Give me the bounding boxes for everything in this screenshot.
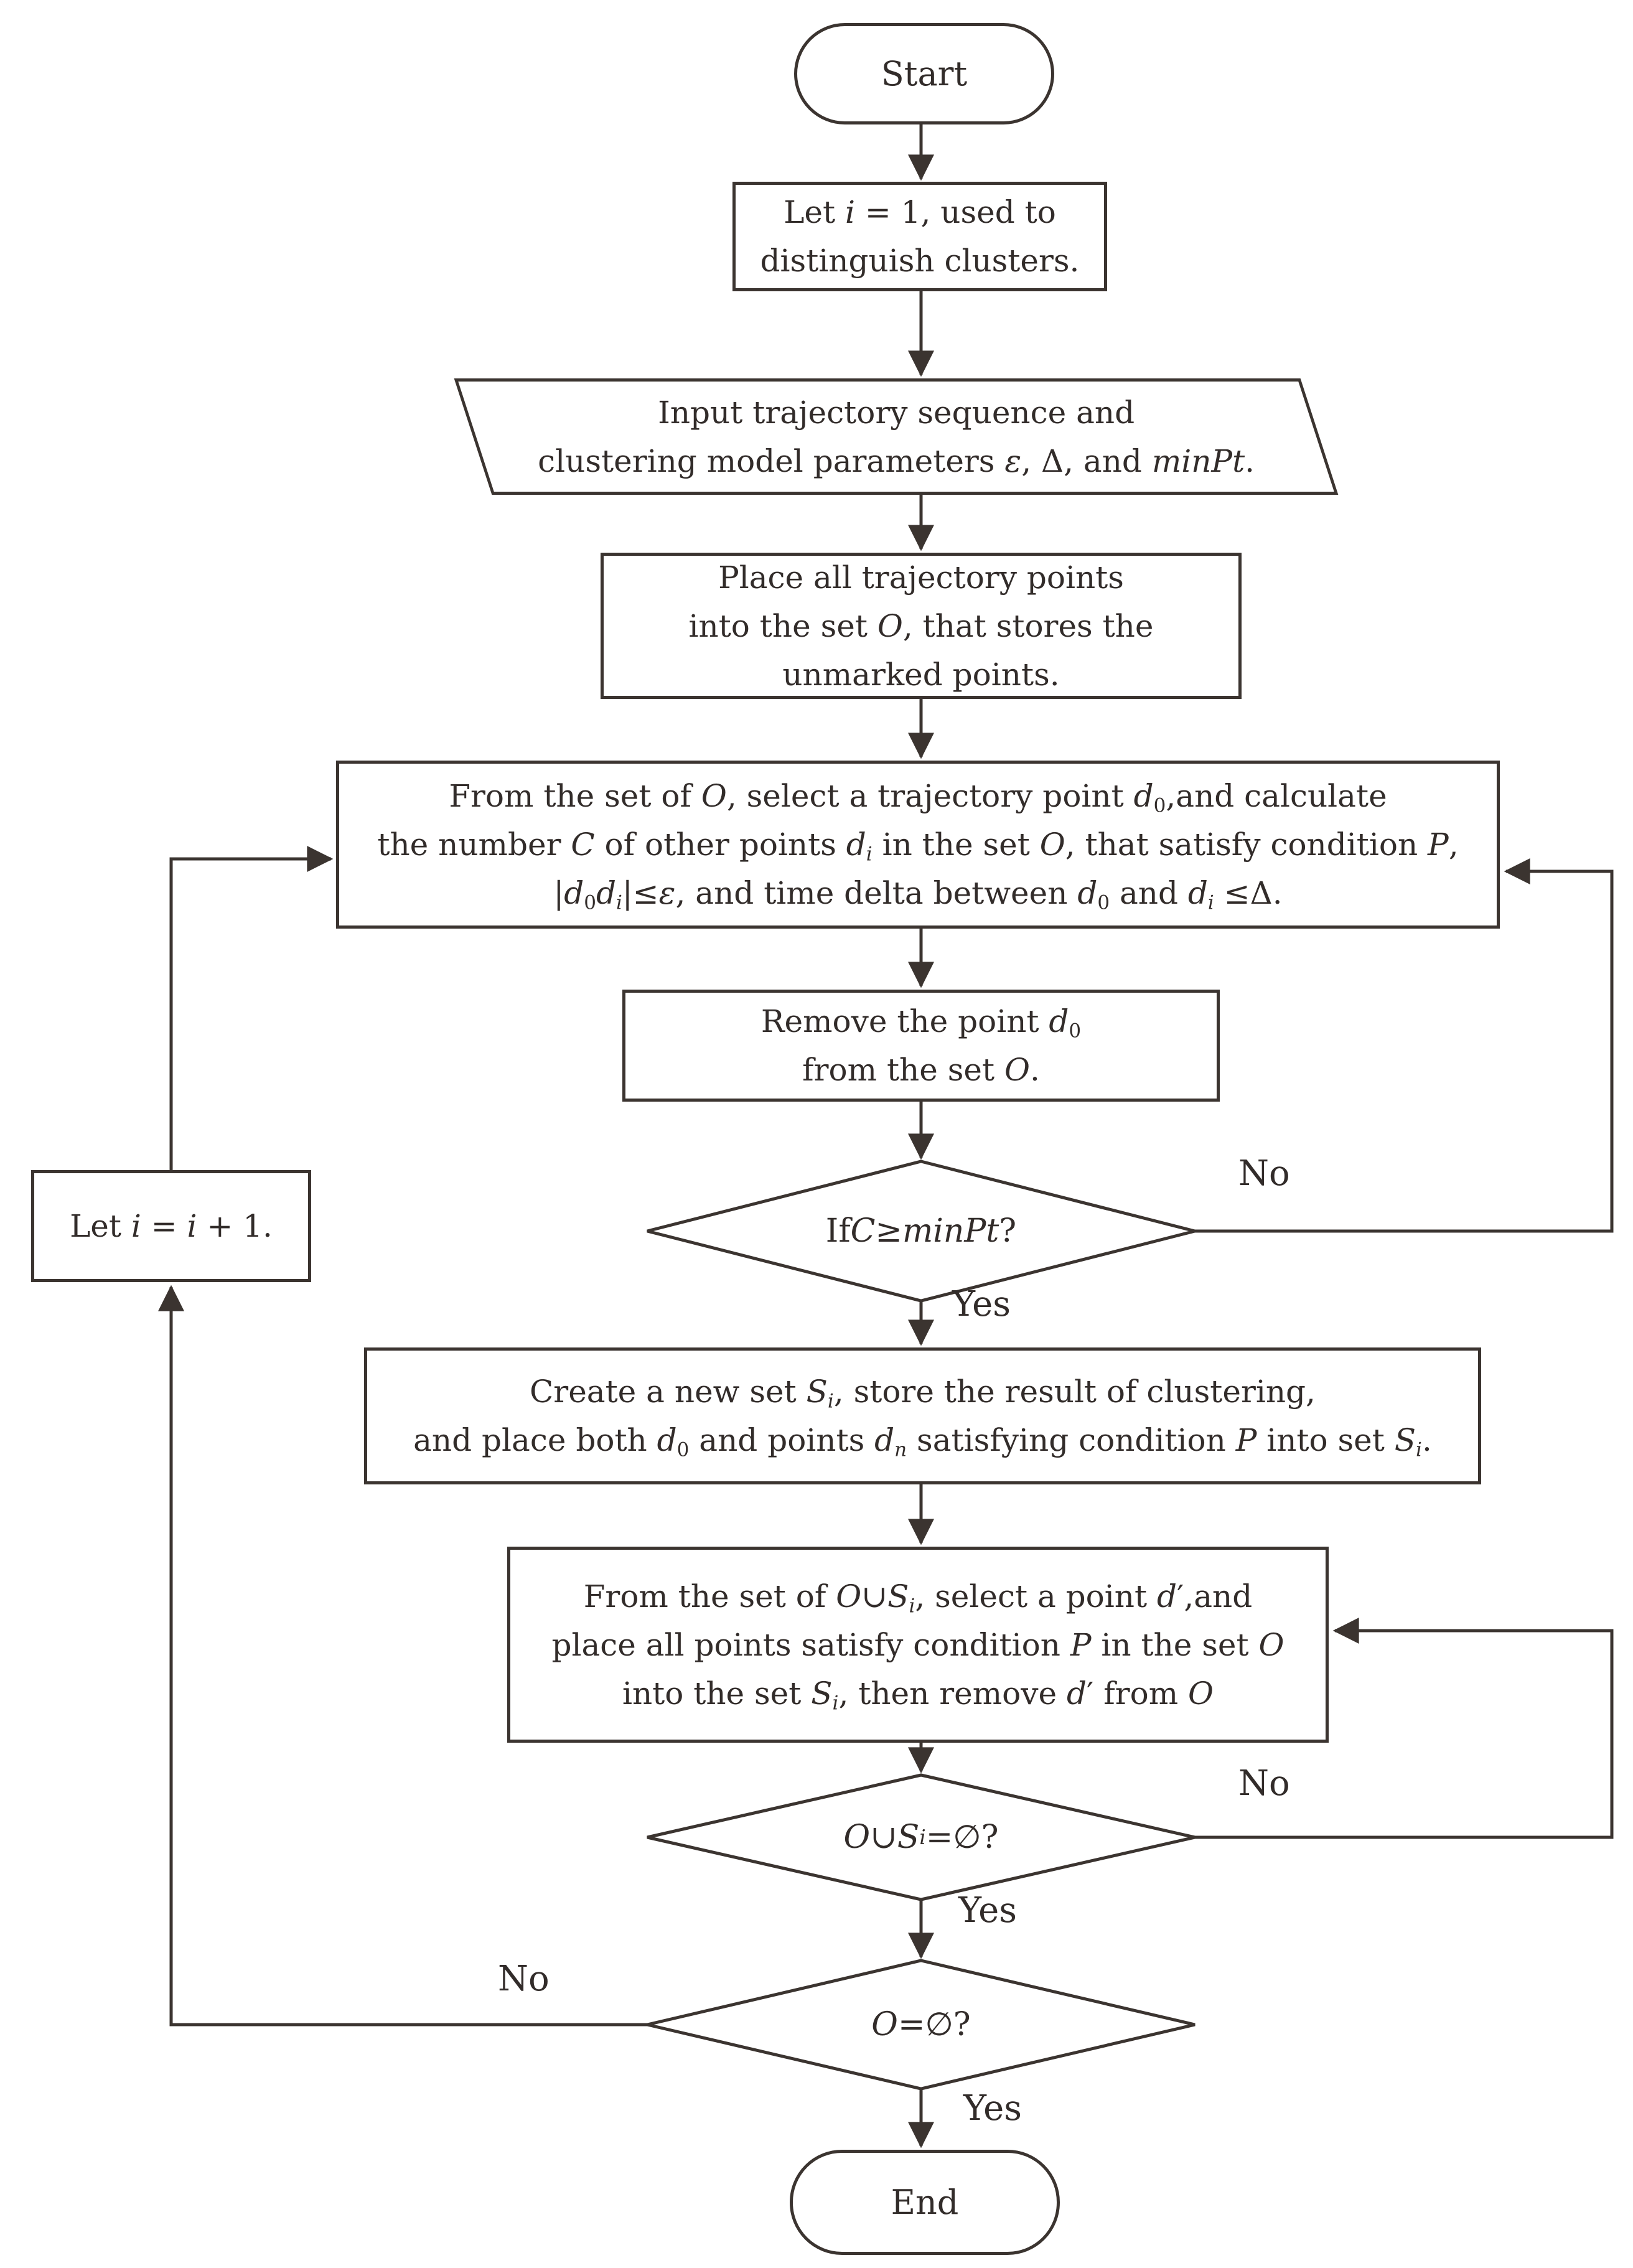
process-create-line: and place both d0 and points dn satisfyi…	[413, 1422, 1432, 1461]
process-place-line: into the set O, that stores the	[688, 607, 1154, 644]
start-label: Start	[881, 54, 968, 93]
process-remove-line: Remove the point d0	[760, 1003, 1082, 1043]
io-input-line: Input trajectory sequence and	[657, 394, 1135, 431]
branch-label-no-union: No	[1238, 1763, 1290, 1804]
process-init: Let i = 1, used to distinguish clusters.	[732, 182, 1107, 291]
process-expand-line: From the set of O∪Si, select a point d′,…	[583, 1578, 1253, 1618]
process-create-set: Create a new set Si, store the result of…	[364, 1347, 1481, 1484]
process-select-point: From the set of O, select a trajectory p…	[336, 761, 1500, 929]
branch-label-yes-minpt: Yes	[952, 1284, 1011, 1324]
process-select-line: |d0di|≤ε, and time delta between d0 and …	[553, 875, 1283, 914]
branch-label-yes-union: Yes	[958, 1890, 1017, 1931]
process-select-line: the number C of other points di in the s…	[377, 827, 1459, 866]
process-init-line: Let i = 1, used to	[784, 194, 1056, 230]
edge-empty-no-loop	[158, 1285, 647, 2027]
process-increment: Let i = i + 1.	[31, 1170, 311, 1282]
process-expand-line: place all points satisfy condition P in …	[551, 1626, 1284, 1663]
process-place-line: Place all trajectory points	[718, 559, 1124, 596]
process-place-points: Place all trajectory points into the set…	[601, 553, 1242, 699]
process-expand-set: From the set of O∪Si, select a point d′,…	[507, 1547, 1329, 1743]
process-select-line: From the set of O, select a trajectory p…	[449, 778, 1387, 817]
process-expand-line: into the set Si, then remove d′ from O	[622, 1675, 1214, 1715]
decision-union-shape	[647, 1773, 1196, 1901]
process-remove-line: from the set O.	[802, 1052, 1040, 1088]
decision-empty-shape	[647, 1959, 1196, 2091]
io-input-line: clustering model parameters ε, Δ, and mi…	[538, 443, 1255, 479]
process-increment-line: Let i = i + 1.	[70, 1208, 273, 1244]
process-init-line: distinguish clusters.	[760, 243, 1080, 279]
branch-label-no-empty: No	[498, 1959, 550, 1999]
decision-minpt-shape	[647, 1160, 1196, 1303]
decision-empty-label: O =∅?	[871, 2006, 971, 2043]
branch-label-no-minpt: No	[1238, 1153, 1290, 1194]
edge-increment-select	[169, 846, 334, 1170]
process-remove-point: Remove the point d0 from the set O.	[622, 990, 1220, 1102]
start-terminator: Start	[794, 23, 1054, 124]
edge-minpt-no-loop	[1195, 858, 1614, 1233]
branch-label-yes-empty: Yes	[963, 2088, 1022, 2129]
end-terminator: End	[790, 2150, 1060, 2255]
edge-union-no-loop	[1195, 1618, 1614, 1839]
decision-minpt-label: If C ≥ minPt?	[825, 1212, 1017, 1250]
io-input-parameters: Input trajectory sequence and clustering…	[454, 378, 1339, 495]
process-place-line: unmarked points.	[782, 656, 1060, 693]
end-label: End	[891, 2182, 959, 2222]
process-create-line: Create a new set Si, store the result of…	[530, 1374, 1316, 1413]
